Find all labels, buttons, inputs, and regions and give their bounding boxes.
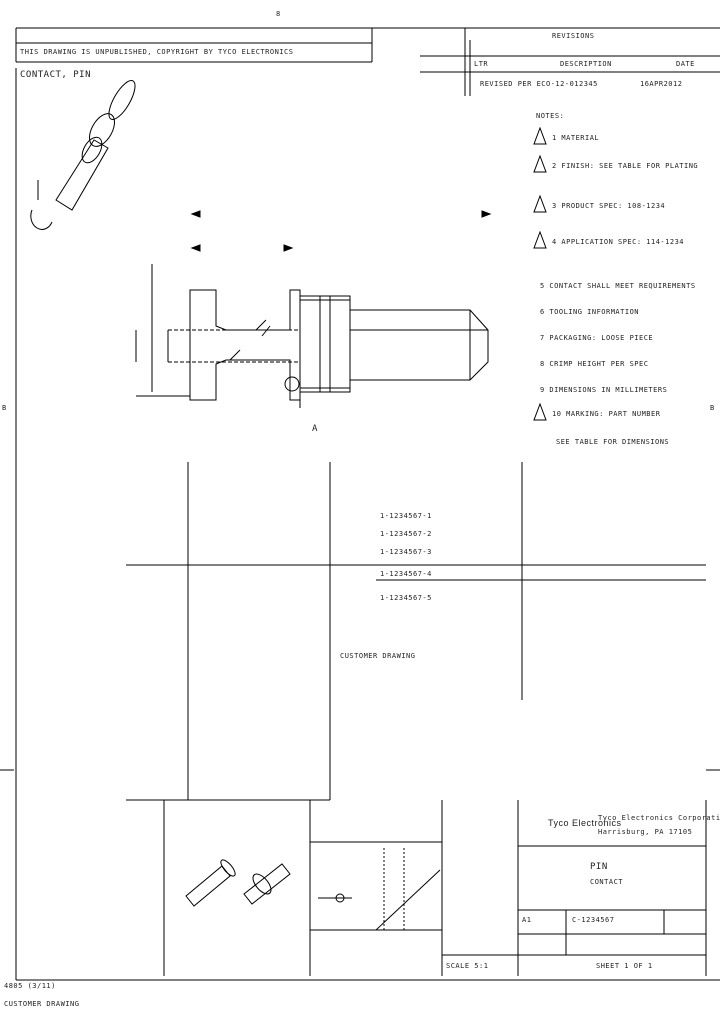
rev-col-ltr: LTR: [474, 60, 489, 68]
dwg-no-field: C-1234567: [572, 916, 615, 924]
notes-title: NOTES:: [536, 112, 565, 120]
rev-col-desc: DESCRIPTION: [560, 60, 612, 68]
part-label: CONTACT, PIN: [20, 70, 92, 80]
sheet-field: SHEET 1 OF 1: [596, 962, 653, 970]
size-field: A1: [522, 916, 532, 924]
note-item: SEE TABLE FOR DIMENSIONS: [556, 438, 670, 446]
table-row: 1-1234567-5: [380, 594, 432, 602]
drawing-subtitle: CONTACT: [590, 878, 624, 886]
company-logo: Tyco Electronics: [548, 818, 622, 828]
customer-drawing-label: CUSTOMER DRAWING: [340, 652, 416, 660]
border-marker-left: B: [2, 404, 7, 412]
table-row: 1-1234567-4: [380, 570, 432, 578]
note-item: 3 PRODUCT SPEC: 108-1234: [552, 202, 666, 210]
scale-field: SCALE 5:1: [446, 962, 489, 970]
table-row: 1-1234567-2: [380, 530, 432, 538]
note-item: 4 APPLICATION SPEC: 114-1234: [552, 238, 685, 246]
drawing-title: PIN: [590, 862, 608, 872]
footer-line2: CUSTOMER DRAWING: [4, 1000, 80, 1008]
table-row: 1-1234567-3: [380, 548, 432, 556]
note-item: 10 MARKING: PART NUMBER: [552, 410, 661, 418]
note-item: 2 FINISH: SEE TABLE FOR PLATING: [552, 162, 699, 170]
rev-col-date: DATE: [676, 60, 695, 68]
revisions-header: REVISIONS: [552, 32, 595, 40]
note-item: 9 DIMENSIONS IN MILLIMETERS: [540, 386, 668, 394]
rev-row-date: 16APR2012: [640, 80, 683, 88]
table-row: 1-1234567-1: [380, 512, 432, 520]
border-marker-top: 8: [276, 10, 281, 18]
company-line2: Harrisburg, PA 17105: [598, 828, 693, 836]
note-item: 5 CONTACT SHALL MEET REQUIREMENTS: [540, 282, 696, 290]
border-marker-right: B: [710, 404, 715, 412]
note-item: 6 TOOLING INFORMATION: [540, 308, 640, 316]
note-item: 7 PACKAGING: LOOSE PIECE: [540, 334, 654, 342]
rev-row-desc: REVISED PER ECO-12-012345: [480, 80, 598, 88]
view-marker: A: [312, 424, 318, 434]
company-line1: Tyco Electronics Corporation: [598, 814, 720, 822]
proprietary-note: THIS DRAWING IS UNPUBLISHED, COPYRIGHT B…: [20, 48, 294, 56]
note-item: 8 CRIMP HEIGHT PER SPEC: [540, 360, 649, 368]
note-item: 1 MATERIAL: [552, 134, 600, 142]
footer-line1: 4805 (3/11): [4, 982, 56, 990]
